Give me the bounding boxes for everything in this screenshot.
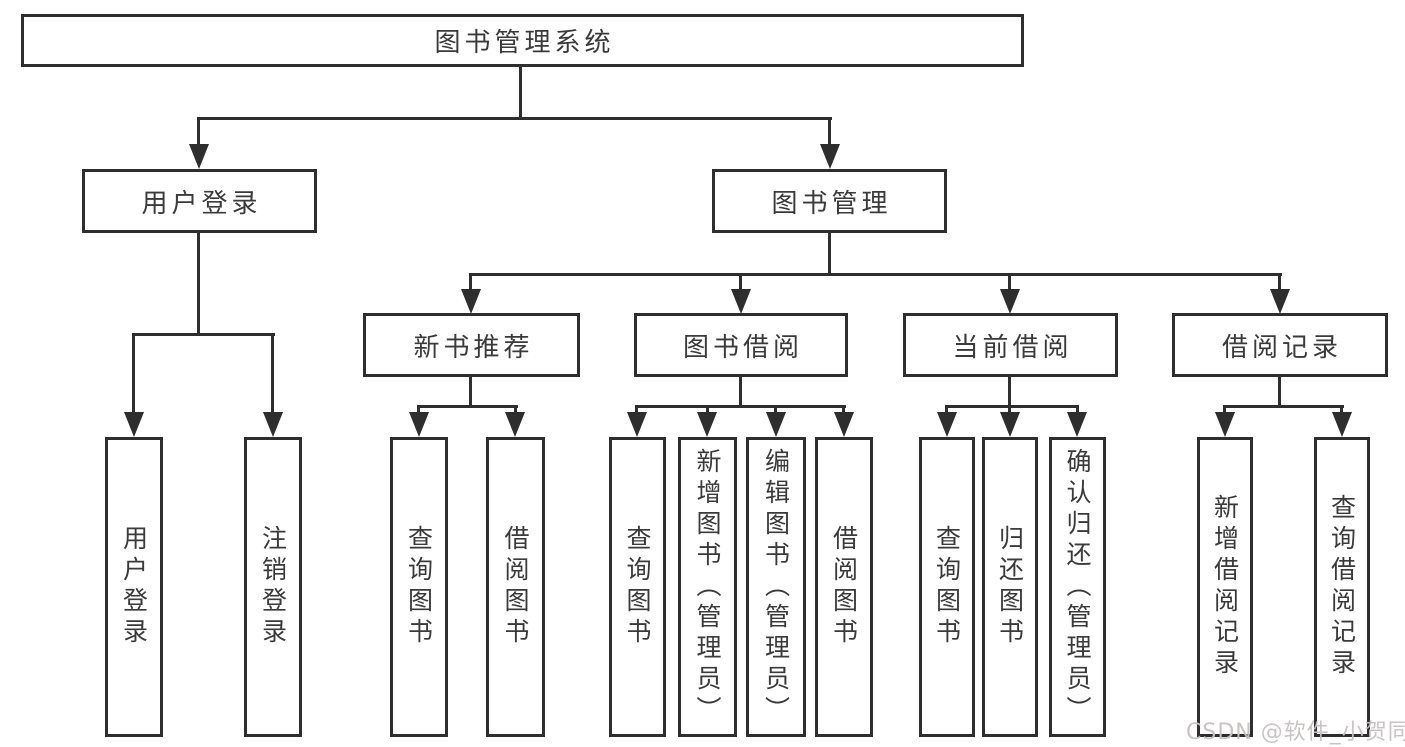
connector-line	[514, 405, 517, 414]
node-borrowing-records-label: 借阅记录	[1221, 332, 1342, 363]
leaf-cb-confirm-return-label: 确认归还（管理员）	[1063, 447, 1092, 727]
connector-line	[1076, 405, 1079, 414]
connector-line	[132, 333, 135, 414]
arrow-down-icon	[820, 144, 840, 169]
leaf-cb-return-books: 归还图书	[982, 437, 1038, 737]
leaf-br-query-record: 查询借阅记录	[1314, 437, 1370, 737]
connector-line	[706, 405, 709, 414]
node-user-login-label: 用户登录	[141, 188, 262, 219]
node-book-borrowing: 图书借阅	[634, 313, 848, 377]
connector-line	[469, 273, 1282, 276]
leaf-bb-query-books-label: 查询图书	[623, 525, 652, 649]
leaf-bb-query-books: 查询图书	[609, 437, 666, 737]
connector-line	[1223, 405, 1344, 408]
node-current-borrowing: 当前借阅	[903, 313, 1118, 377]
connector-line	[842, 405, 845, 414]
node-book-borrowing-label: 图书借阅	[682, 332, 803, 363]
leaf-logout-label: 注销登录	[258, 525, 288, 649]
arrow-down-icon	[1270, 289, 1290, 314]
connector-line	[1008, 405, 1011, 414]
connector-line	[635, 405, 846, 408]
connector-line	[1278, 273, 1281, 291]
arrow-down-icon	[1000, 289, 1020, 314]
connector-line	[739, 377, 742, 408]
leaf-nbr-borrow-books-label: 借阅图书	[501, 525, 530, 649]
connector-line	[1278, 377, 1281, 408]
leaf-cb-confirm-return: 确认归还（管理员）	[1049, 437, 1106, 737]
node-new-book-recommend: 新书推荐	[363, 313, 580, 377]
connector-line	[197, 233, 200, 336]
arrow-down-icon	[697, 412, 717, 437]
connector-line	[828, 117, 831, 147]
connector-line	[469, 273, 472, 291]
arrow-down-icon	[731, 289, 751, 314]
leaf-br-query-record-label: 查询借阅记录	[1327, 494, 1357, 680]
connector-line	[828, 233, 831, 276]
node-book-management: 图书管理	[712, 169, 947, 233]
arrow-down-icon	[627, 412, 647, 437]
node-root-label: 图书管理系统	[434, 28, 615, 58]
leaf-br-add-record-label: 新增借阅记录	[1210, 494, 1240, 680]
leaf-bb-add-books: 新增图书（管理员）	[678, 437, 737, 737]
connector-line	[197, 117, 832, 120]
connector-line	[1340, 405, 1343, 414]
leaf-nbr-query-books: 查询图书	[390, 437, 448, 737]
connector-line	[635, 405, 638, 414]
node-new-book-recommend-label: 新书推荐	[413, 332, 534, 363]
leaf-bb-borrow-books: 借阅图书	[815, 437, 873, 737]
leaf-bb-edit-books-label: 编辑图书（管理员）	[761, 447, 791, 727]
leaf-cb-query-books: 查询图书	[919, 437, 975, 737]
arrow-down-icon	[189, 144, 209, 169]
arrow-down-icon	[1215, 412, 1235, 437]
connector-line	[945, 405, 1079, 408]
arrow-down-icon	[1332, 412, 1352, 437]
leaf-user-login: 用户登录	[105, 437, 163, 737]
leaf-user-login-label: 用户登录	[119, 525, 149, 649]
connector-line	[469, 377, 472, 408]
connector-line	[132, 333, 275, 336]
arrow-down-icon	[1000, 412, 1020, 437]
connector-line	[774, 405, 777, 414]
leaf-bb-add-books-label: 新增图书（管理员）	[693, 447, 722, 727]
node-user-login: 用户登录	[82, 169, 317, 233]
connector-line	[197, 117, 200, 147]
connector-line	[1223, 405, 1226, 414]
node-root: 图书管理系统	[21, 14, 1024, 67]
arrow-down-icon	[834, 412, 854, 437]
connector-line	[739, 273, 742, 291]
leaf-cb-return-books-label: 归还图书	[995, 525, 1025, 649]
arrow-down-icon	[124, 412, 144, 437]
arrow-down-icon	[409, 412, 429, 437]
node-book-management-label: 图书管理	[771, 188, 892, 219]
leaf-logout: 注销登录	[244, 437, 302, 737]
connector-line	[1008, 377, 1011, 408]
connector-line	[945, 405, 948, 414]
connector-line	[417, 405, 518, 408]
connector-line	[519, 66, 522, 119]
leaf-nbr-borrow-books: 借阅图书	[486, 437, 545, 737]
leaf-nbr-query-books-label: 查询图书	[404, 525, 434, 649]
connector-line	[417, 405, 420, 414]
node-borrowing-records: 借阅记录	[1172, 313, 1388, 377]
arrow-down-icon	[461, 289, 481, 314]
arrow-down-icon	[505, 412, 525, 437]
connector-line	[271, 333, 274, 414]
arrow-down-icon	[937, 412, 957, 437]
leaf-cb-query-books-label: 查询图书	[932, 525, 962, 649]
leaf-bb-edit-books: 编辑图书（管理员）	[746, 437, 806, 737]
connector-line	[1008, 273, 1011, 291]
leaf-br-add-record: 新增借阅记录	[1197, 437, 1253, 737]
leaf-bb-borrow-books-label: 借阅图书	[829, 525, 859, 649]
arrow-down-icon	[263, 412, 283, 437]
node-current-borrowing-label: 当前借阅	[952, 332, 1073, 363]
watermark: CSDN @软件_小贺同学	[1186, 720, 1405, 745]
arrow-down-icon	[1067, 412, 1087, 437]
arrow-down-icon	[766, 412, 786, 437]
